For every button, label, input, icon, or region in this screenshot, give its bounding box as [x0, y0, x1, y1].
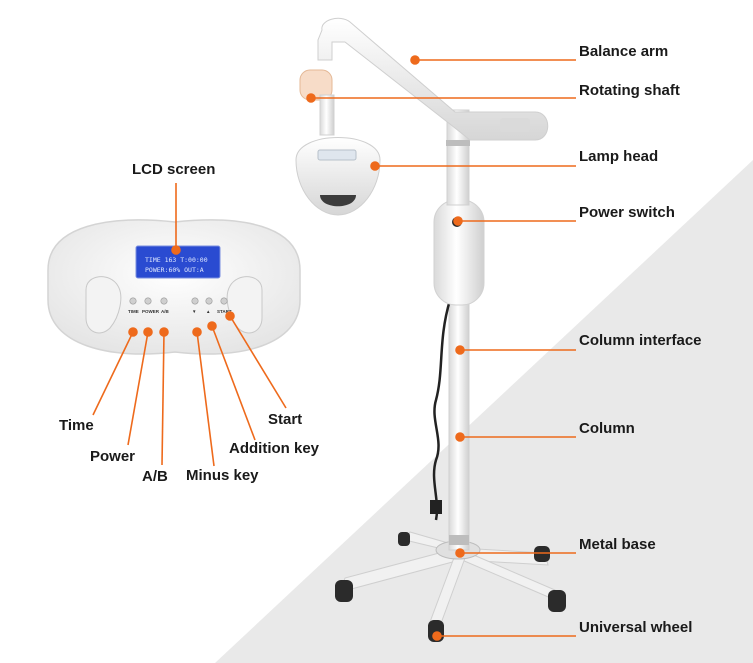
ab-button-label: A/B: [161, 309, 170, 314]
lamp-head-display: [318, 150, 356, 160]
lcd-line-2: POWER:60% OUT:A: [145, 266, 204, 274]
column-pole: [449, 300, 469, 550]
power-button-label: POWER: [142, 309, 160, 314]
lcd-line-1: TIME 163 T:00:00: [145, 256, 208, 264]
label-lamp-head: Lamp head: [579, 148, 658, 166]
shaft-neck: [320, 95, 334, 135]
plus-button-label: ▲: [206, 309, 210, 314]
control-panel: TIME 163 T:00:00 POWER:60% OUT:A TIME PO…: [48, 220, 300, 354]
arm-counterweight: [500, 118, 530, 132]
label-minus-key: Minus key: [186, 467, 259, 485]
power-cable: [434, 300, 450, 520]
label-rotating-shaft: Rotating shaft: [579, 82, 680, 100]
label-lcd-screen: LCD screen: [132, 161, 215, 179]
label-metal-base: Metal base: [579, 536, 656, 554]
power-housing: [434, 200, 484, 305]
ab-button: [161, 298, 167, 304]
label-ab: A/B: [142, 468, 168, 486]
label-start: Start: [268, 411, 302, 429]
time-button: [130, 298, 136, 304]
column-collar: [449, 535, 469, 545]
label-addition-key: Addition key: [229, 440, 319, 458]
power-button: [145, 298, 151, 304]
minus-button: [192, 298, 198, 304]
label-column-interface: Column interface: [579, 332, 702, 350]
label-time: Time: [59, 417, 94, 435]
upper-collar: [446, 140, 470, 146]
cable-plug: [430, 500, 442, 514]
label-power-switch: Power switch: [579, 204, 675, 222]
label-universal-wheel: Universal wheel: [579, 619, 692, 637]
label-balance-arm: Balance arm: [579, 43, 668, 61]
plus-button: [206, 298, 212, 304]
start-button: [221, 298, 227, 304]
label-power: Power: [90, 448, 135, 466]
minus-button-label: ▼: [192, 309, 196, 314]
time-button-label: TIME: [128, 309, 139, 314]
label-column: Column: [579, 420, 635, 438]
